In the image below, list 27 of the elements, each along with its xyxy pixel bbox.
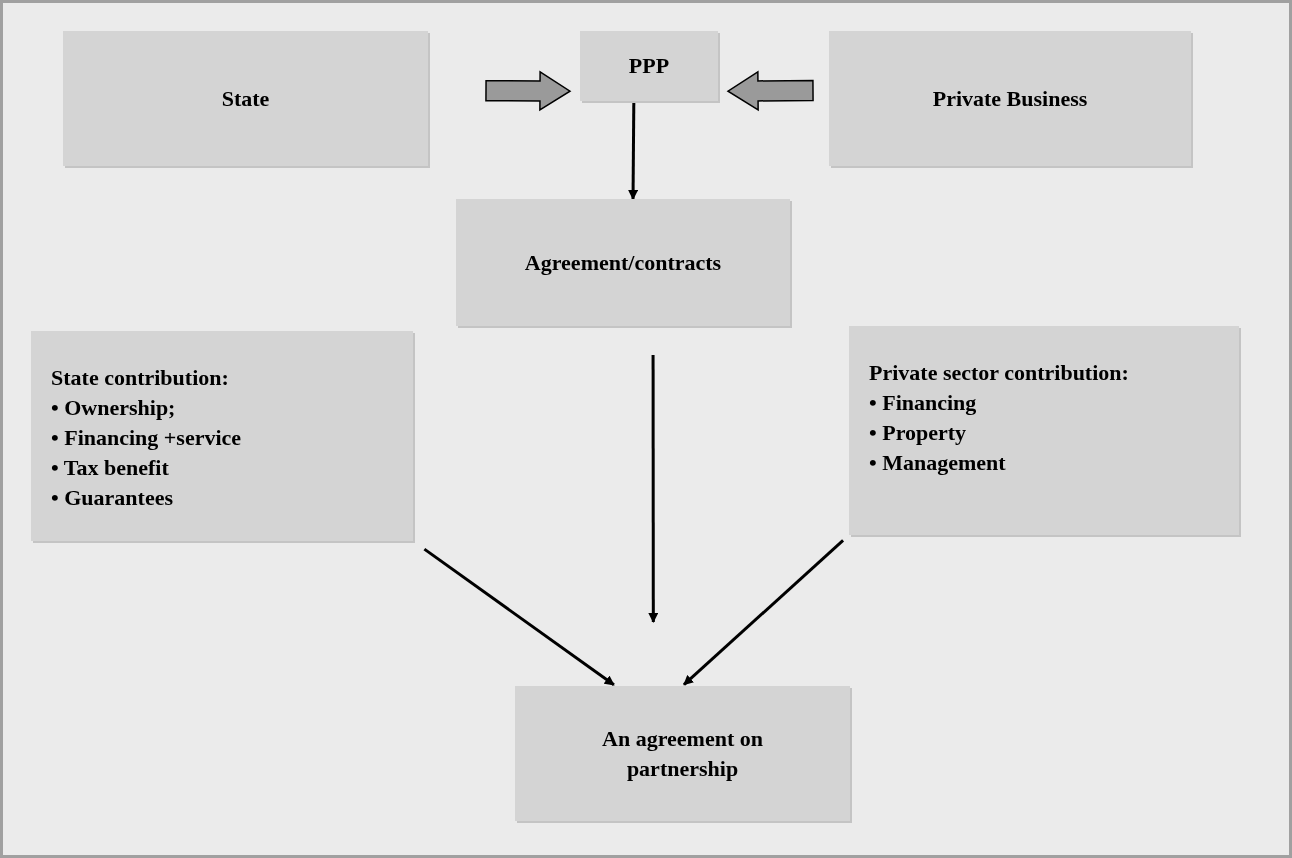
arrow [682,539,845,686]
block-arrow [726,70,814,112]
box-label: State [221,84,270,113]
arrow [648,355,659,623]
box-label: Private sector contribution: [869,359,1129,387]
process-box [63,31,428,166]
process-box [515,686,850,821]
bullet-item: • Property [869,419,967,447]
bullet-item: • Ownership; [51,394,176,422]
bullet-item: • Financing +service [51,424,242,452]
box-label: An agreement on partnership [601,724,764,783]
box-label: State contribution: [51,364,229,392]
process-box [849,326,1239,535]
block-arrow [485,70,572,112]
bullet-item: • Tax benefit [51,454,169,482]
process-box [829,31,1191,166]
arrow [423,547,615,687]
process-box [580,31,718,101]
process-box [456,199,790,326]
bullet-item: • Management [869,449,1006,477]
box-label: Agreement/contracts [524,248,722,277]
box-label: PPP [628,52,670,80]
arrow [628,101,639,200]
process-box [31,331,413,541]
bullet-item: • Guarantees [51,484,173,512]
box-label: Private Business [932,84,1088,113]
bullet-item: • Financing [869,389,977,417]
